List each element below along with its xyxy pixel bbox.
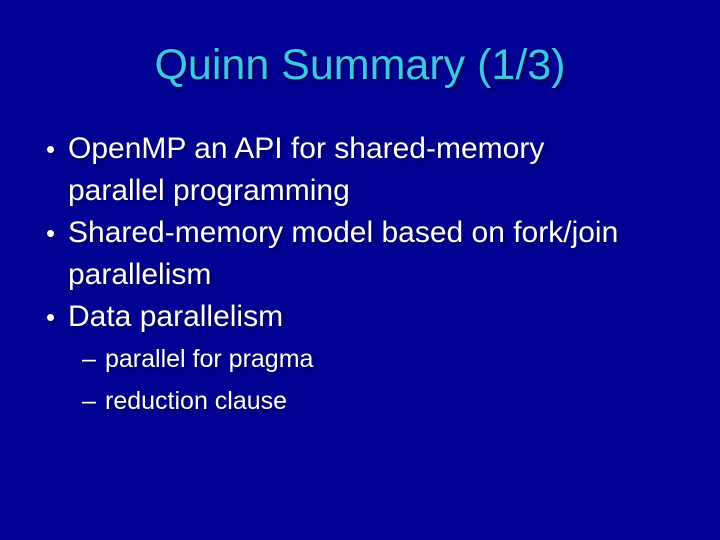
bullet-item: • Data parallelism (46, 296, 686, 338)
bullet-text-line: OpenMP an API for shared-memory (68, 132, 545, 165)
bullet-icon: • (46, 302, 56, 332)
sub-bullet-text: reduction clause (105, 380, 287, 422)
bullet-text: Shared-memory model based on fork/join p… (68, 212, 618, 296)
sub-bullet-item: – reduction clause (82, 380, 686, 422)
bullet-item: • OpenMP an API for shared-memory parall… (46, 128, 686, 212)
sub-bullet-item: – parallel for pragma (82, 338, 686, 380)
bullet-icon: • (46, 134, 56, 164)
sub-bullet-text-line: parallel for pragma (105, 345, 314, 373)
bullet-text: Data parallelism (68, 296, 283, 338)
bullet-icon: • (46, 218, 56, 248)
bullet-text-line: Shared-memory model based on fork/join (68, 216, 619, 249)
sub-bullet-text-line: reduction clause (105, 387, 288, 415)
slide-body: • OpenMP an API for shared-memory parall… (46, 128, 686, 422)
sub-bullet-text: parallel for pragma (105, 338, 313, 380)
bullet-text: OpenMP an API for shared-memory parallel… (68, 128, 544, 212)
dash-icon: – (82, 387, 96, 415)
dash-icon: – (82, 345, 96, 373)
bullet-item: • Shared-memory model based on fork/join… (46, 212, 686, 296)
bullet-text-line: parallel programming (68, 174, 350, 207)
bullet-text-line: parallelism (68, 258, 212, 291)
slide-title: Quinn Summary (1/3) (154, 41, 566, 89)
bullet-text-line: Data parallelism (68, 300, 284, 333)
